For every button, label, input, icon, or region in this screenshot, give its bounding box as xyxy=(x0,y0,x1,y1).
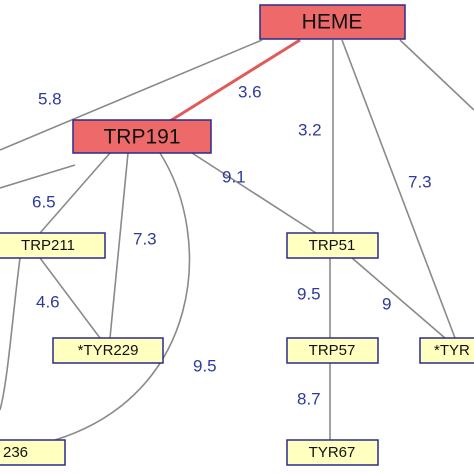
node-heme[interactable]: HEME xyxy=(259,4,406,40)
weight-heme-trp191: 3.6 xyxy=(238,82,262,101)
node-236[interactable]: 236 xyxy=(0,439,66,466)
node-tyr-right-label: *TYR xyxy=(434,342,470,359)
edge-heme-left xyxy=(0,39,263,151)
edge-trp51-tyr-right xyxy=(351,257,446,339)
edge-trp211-tyr229 xyxy=(39,257,101,339)
node-tyr229[interactable]: *TYR229 xyxy=(52,337,164,364)
weight-trp51-tyr-right: 9 xyxy=(382,294,391,313)
node-trp57-label: TRP57 xyxy=(309,342,356,359)
node-trp51-label: TRP51 xyxy=(309,237,356,254)
weight-trp191-236: 9.5 xyxy=(193,356,217,375)
node-trp51[interactable]: TRP51 xyxy=(286,232,379,259)
edge-heme-right xyxy=(399,39,474,111)
node-trp191[interactable]: TRP191 xyxy=(72,119,212,154)
weight-labels: 5.8 3.6 3.2 7.3 6.5 9.1 7.3 9.5 4.6 9.5 … xyxy=(32,82,432,408)
node-trp57[interactable]: TRP57 xyxy=(286,337,379,364)
node-trp211[interactable]: TRP211 xyxy=(0,232,106,259)
weight-trp211-tyr229: 4.6 xyxy=(36,292,60,311)
node-236-label: 236 xyxy=(3,444,28,461)
edge-trp191-trp51 xyxy=(191,152,317,234)
edges xyxy=(0,38,474,441)
node-trp211-label: TRP211 xyxy=(21,237,75,254)
weight-trp191-trp211: 6.5 xyxy=(32,192,56,211)
weight-heme-left: 5.8 xyxy=(38,89,62,108)
weight-heme-trp51: 3.2 xyxy=(298,120,322,139)
edge-trp191-236 xyxy=(54,152,191,441)
edge-trp191-left xyxy=(0,164,76,189)
node-tyr67-label: TYR67 xyxy=(309,444,356,461)
node-tyr-right[interactable]: *TYR xyxy=(419,337,474,364)
weight-trp51-trp57: 9.5 xyxy=(297,284,321,303)
node-tyr229-label: *TYR229 xyxy=(78,342,139,359)
weight-trp191-trp51: 9.1 xyxy=(222,167,246,186)
edge-trp191-trp211 xyxy=(39,152,111,234)
edge-heme-trp191 xyxy=(169,38,301,123)
weight-trp191-tyr229: 7.3 xyxy=(133,229,157,248)
edge-trp211-down xyxy=(0,257,21,411)
edge-trp191-tyr229 xyxy=(109,152,129,339)
node-tyr67[interactable]: TYR67 xyxy=(286,439,379,466)
weight-trp57-tyr67: 8.7 xyxy=(297,389,321,408)
edge-heme-tyr-right xyxy=(341,39,456,339)
node-heme-label: HEME xyxy=(302,11,363,34)
node-trp191-label: TRP191 xyxy=(103,126,180,149)
weight-heme-tyr-right: 7.3 xyxy=(408,172,432,191)
